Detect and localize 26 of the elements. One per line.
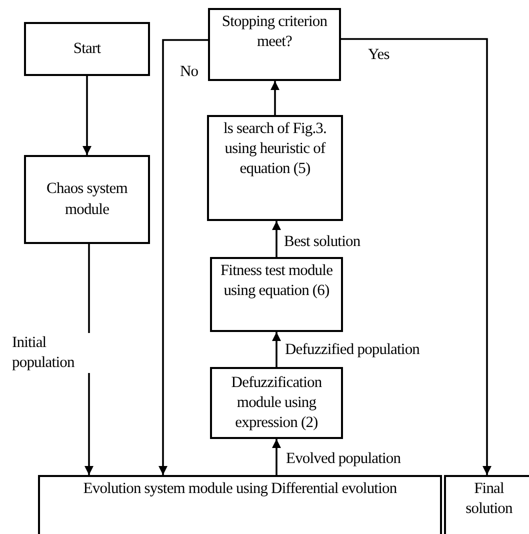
process-box xyxy=(207,115,343,221)
edge-label: Defuzzified population xyxy=(285,340,420,360)
box-label: Fitness test module using equation (6) xyxy=(219,261,334,302)
arrow xyxy=(270,81,280,115)
process-box xyxy=(210,367,343,439)
process-box xyxy=(444,475,529,534)
box-label: Chaos system module xyxy=(46,179,128,220)
arrow xyxy=(272,332,281,367)
arrow xyxy=(272,439,281,475)
arrow xyxy=(158,39,208,475)
box-label: Stopping criterion meet? xyxy=(220,12,328,52)
box-label: Evolution system module using Differential evolution xyxy=(83,479,397,499)
box-label: Start xyxy=(73,38,101,59)
process-box xyxy=(24,22,150,76)
arrow xyxy=(341,38,492,475)
box-label: ls search of Fig.3. using heuristic of equation (5) xyxy=(222,119,328,180)
process-box xyxy=(210,257,343,332)
box-label: Final solution xyxy=(464,479,514,520)
edge-label: Initial population xyxy=(12,333,92,374)
process-box xyxy=(208,8,341,81)
process-box xyxy=(38,475,442,534)
edge-label: Evolved population xyxy=(286,449,401,470)
process-box xyxy=(24,155,150,244)
arrow xyxy=(272,221,281,257)
box-label: Defuzzification module using expression (2) xyxy=(230,372,323,434)
arrow xyxy=(82,76,92,155)
